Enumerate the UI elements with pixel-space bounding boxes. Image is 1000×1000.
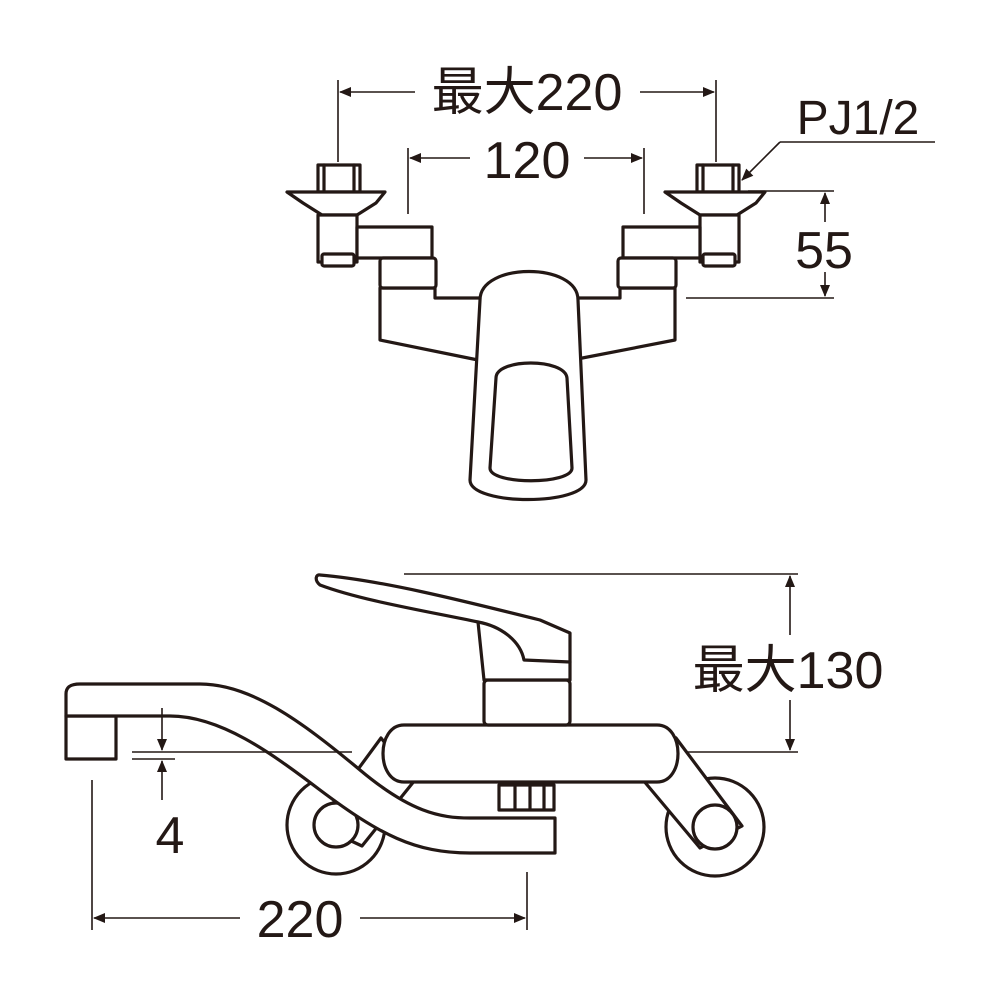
left-wall-connector	[285, 163, 434, 268]
side-view	[64, 573, 766, 878]
dim-top-max-spacing: 最大220	[432, 64, 623, 122]
dim-thread-spec: PJ1/2	[797, 92, 920, 145]
right-eccentric-fitting	[641, 736, 766, 878]
dim-max-height: 最大130	[693, 642, 884, 700]
right-nut	[616, 256, 678, 290]
top-view	[285, 163, 767, 501]
dim-wall-offset: 55	[795, 222, 853, 280]
dim-spout-reach: 220	[257, 891, 344, 949]
dim-spout-gap: 4	[156, 807, 185, 865]
side-lever-handle	[314, 573, 572, 682]
dimension-lines	[91, 80, 935, 930]
spout-tube	[64, 682, 557, 855]
swivel-coupling	[497, 783, 556, 812]
right-wall-connector	[621, 163, 767, 268]
dim-top-spacing: 120	[484, 132, 571, 190]
cartridge-column	[482, 678, 572, 727]
left-nut	[378, 256, 438, 290]
spout-nozzle	[64, 714, 118, 761]
top-lever-handle	[468, 269, 588, 501]
body-cylinder	[381, 723, 680, 784]
